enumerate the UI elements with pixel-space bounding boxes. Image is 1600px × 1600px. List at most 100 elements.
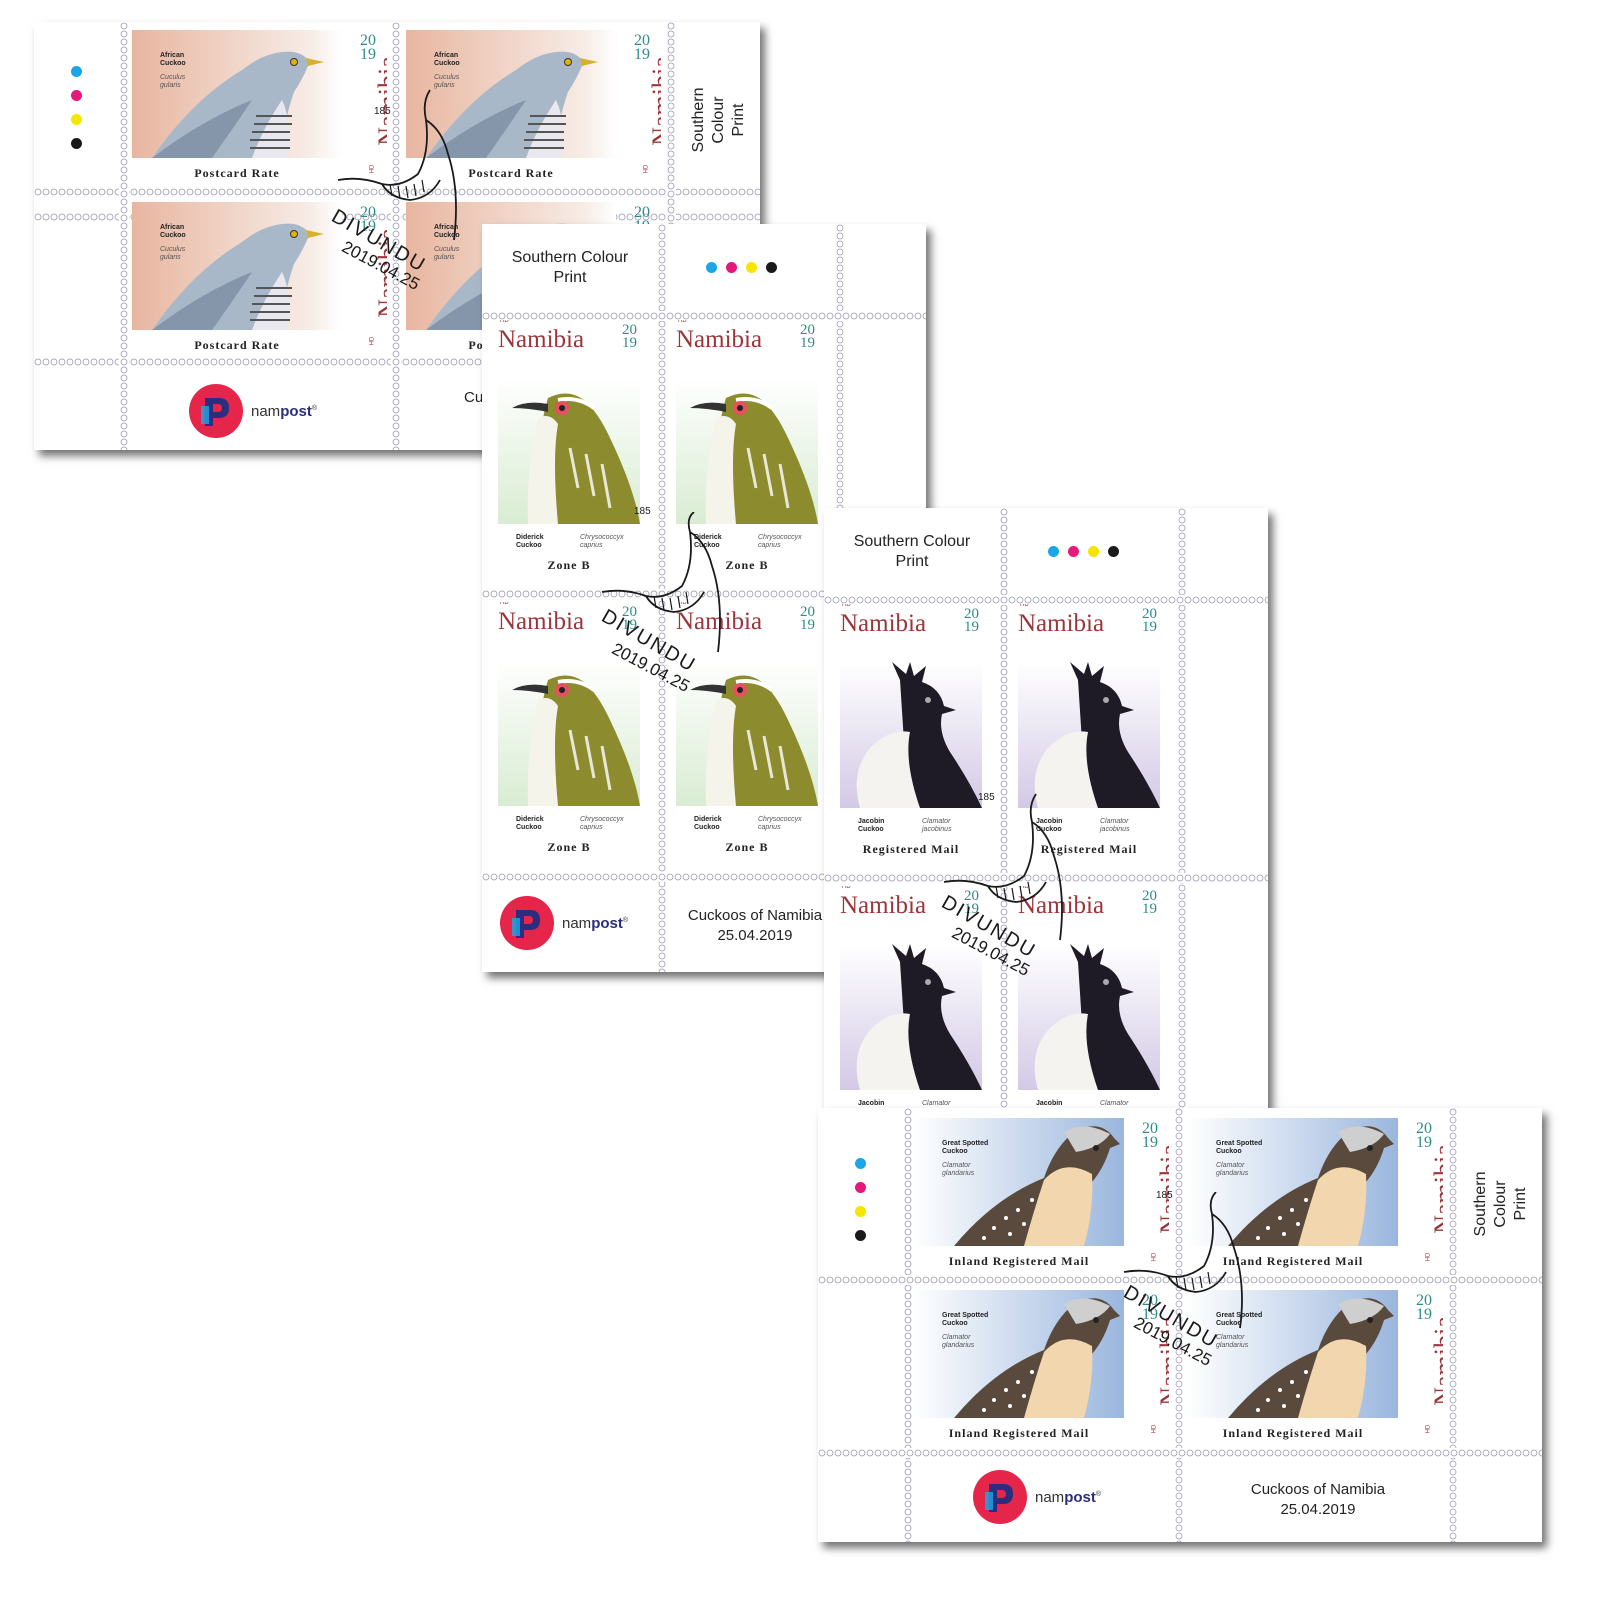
magenta-dot: [1068, 546, 1079, 557]
black-dot: [766, 262, 777, 273]
diderick-cuckoo-art: [690, 675, 818, 806]
yellow-dot: [71, 114, 82, 125]
nampost-logo-icon: [973, 1470, 1027, 1524]
great-spotted-cuckoo-art: [954, 1298, 1120, 1418]
african-cuckoo-art: [152, 51, 324, 158]
postal-rate: Postcard Rate: [194, 166, 280, 180]
printer-credit: Southern Colour Print: [690, 87, 747, 153]
postmark-divundu: 185 DIVUNDU 2019.04.25: [594, 506, 754, 722]
bird-illustration: [840, 944, 982, 1090]
nampost-logo-icon: [189, 384, 243, 438]
perforation-column: [1177, 508, 1187, 1108]
postal-rate: Zone B: [547, 840, 591, 854]
yellow-dot: [746, 262, 757, 273]
cyan-dot: [1048, 546, 1059, 557]
postal-rate: Registered Mail: [862, 842, 960, 856]
postal-rate: Inland Registered Mail: [1222, 1254, 1364, 1268]
registration-dots: [71, 66, 82, 149]
bird-illustration: [676, 660, 818, 806]
jacobin-cuckoo-art: [1034, 662, 1160, 808]
black-dot: [71, 138, 82, 149]
bird-illustration: [1188, 1118, 1398, 1246]
nampost-logo: nampost®: [189, 384, 317, 438]
country-name: Namibia: [1018, 610, 1105, 637]
cyan-dot: [706, 262, 717, 273]
registration-dots: [1048, 546, 1119, 557]
bird-illustration: [914, 1118, 1124, 1246]
issue-caption: Cuckoos of Namibia 25.04.2019: [687, 907, 823, 944]
postal-rate: Inland Registered Mail: [948, 1254, 1090, 1268]
postmark-divundu: 185 DIVUNDU 2019.04.25: [1116, 1190, 1276, 1392]
bird-illustration: [1018, 662, 1160, 808]
issue-title-partial: Cu: [464, 389, 484, 406]
printer-credit: Southern Colour Print: [853, 533, 971, 570]
diderick-cuckoo-art: [512, 675, 640, 806]
black-dot: [1108, 546, 1119, 557]
magenta-dot: [726, 262, 737, 273]
postmark-divundu: 185 DIVUNDU 2019.04.25: [936, 790, 1096, 1000]
bird-illustration: [498, 378, 640, 524]
perforation-column: [1448, 1108, 1458, 1542]
great-spotted-cuckoo-art: [1228, 1126, 1394, 1246]
perforation-row: [482, 311, 926, 321]
postal-rate: Postcard Rate: [194, 338, 280, 352]
bird-illustration: [840, 662, 982, 808]
country-name: Namibia: [840, 610, 927, 637]
postal-rate: Postcard Rate: [468, 166, 554, 180]
postal-rate: Zone B: [725, 558, 769, 572]
black-dot: [855, 1230, 866, 1241]
perforation-column: [903, 1108, 913, 1542]
magenta-dot: [855, 1182, 866, 1193]
printer-credit: Southern Colour Print: [1472, 1171, 1529, 1237]
printer-credit: Southern Colour Print: [511, 249, 629, 286]
perforation-row: [824, 595, 1268, 605]
magenta-dot: [71, 90, 82, 101]
african-cuckoo-art: [152, 223, 324, 330]
perforation-column: [119, 22, 129, 450]
country-name: Namibia: [840, 892, 927, 919]
postmark-bird-icon: [1123, 1191, 1243, 1329]
bird-illustration: [132, 30, 342, 158]
nampost-logo: nampost®: [973, 1470, 1101, 1524]
postal-rate: Zone B: [547, 558, 591, 572]
